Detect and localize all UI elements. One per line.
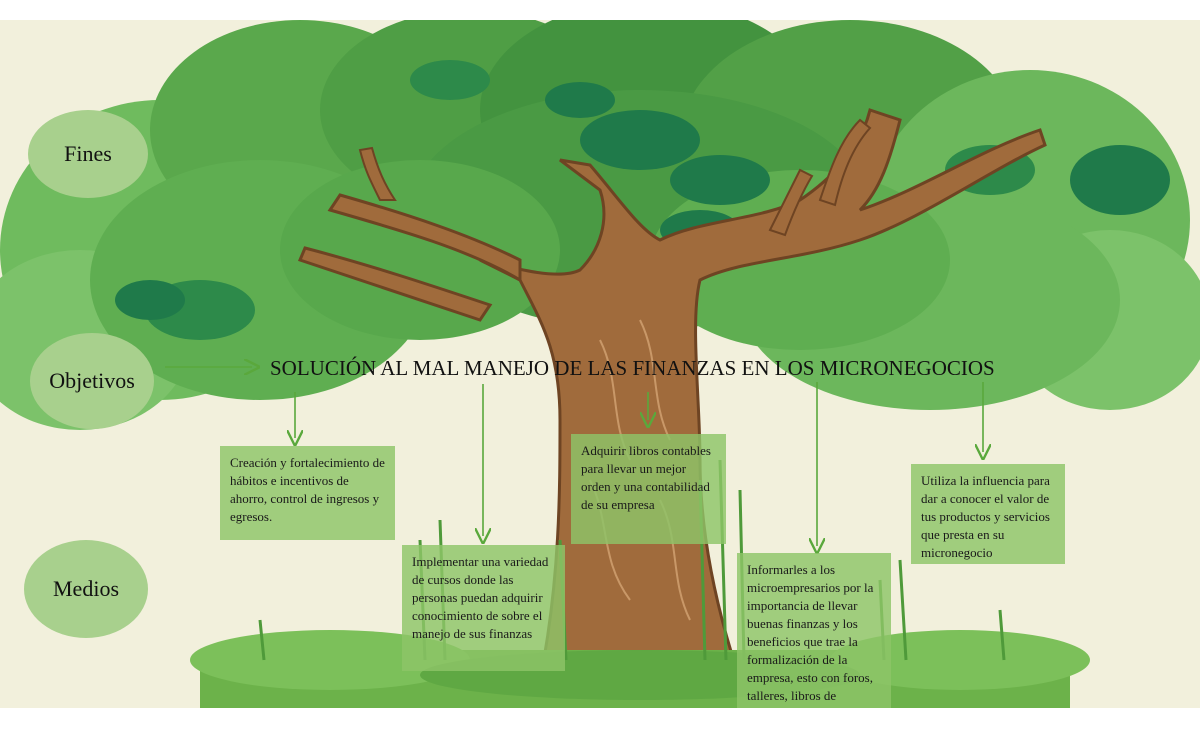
medio-box-3: Adquirir libros contables para llevar un…: [571, 434, 726, 544]
diagram-canvas: Fines Objetivos Medios SOLUCIÓN AL MAL M…: [0, 20, 1200, 708]
medio-box-5: Utiliza la influencia para dar a conocer…: [911, 464, 1065, 564]
tree-foliage: [0, 20, 1200, 430]
diagram-title: SOLUCIÓN AL MAL MANEJO DE LAS FINANZAS E…: [270, 356, 995, 380]
objetivos-label: Objetivos: [49, 368, 135, 393]
medio-box-2: Implementar una variedad de cursos donde…: [402, 545, 565, 671]
objetivos-oval: Objetivos: [30, 333, 154, 429]
arrow-layer: [165, 20, 1200, 708]
medios-oval: Medios: [24, 540, 148, 638]
medio-box-1: Creación y fortalecimiento de hábitos e …: [220, 446, 395, 540]
medio-box-4: Informarles a los microempresarios por l…: [737, 553, 891, 708]
fines-label: Fines: [64, 141, 112, 166]
medios-label: Medios: [53, 576, 119, 601]
fines-oval: Fines: [28, 110, 148, 198]
